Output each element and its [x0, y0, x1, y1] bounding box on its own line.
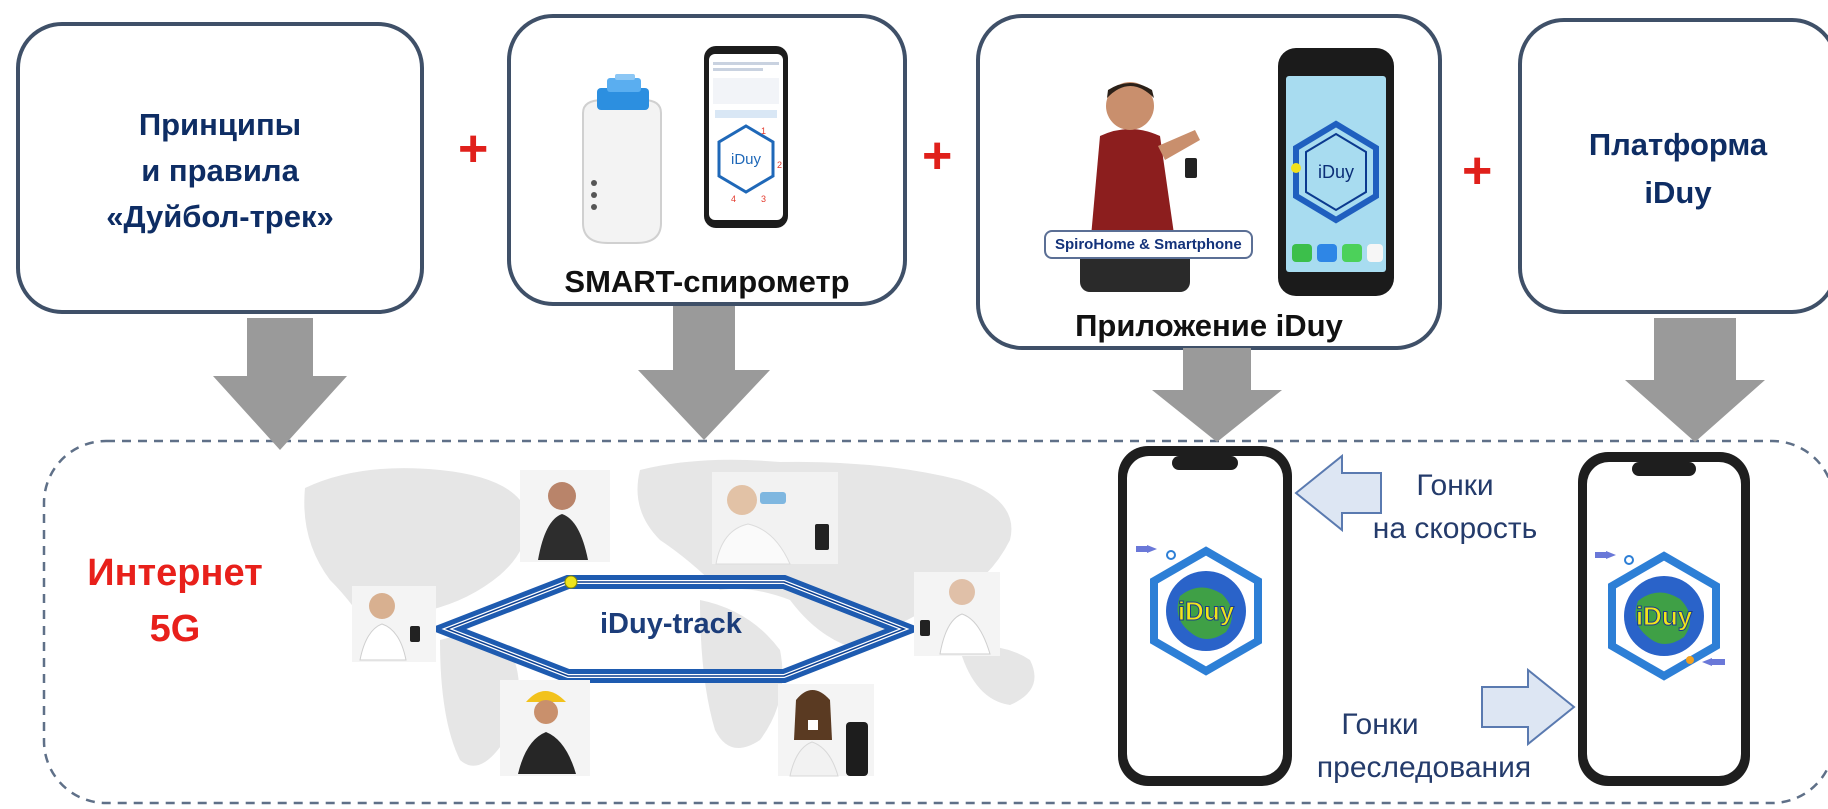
right-phone-logo: iDuy — [1636, 601, 1693, 631]
iduy-track-hexagon — [427, 575, 924, 683]
app-caption: Приложение iDuy — [1075, 308, 1343, 343]
spirometer-phone: iDuy 1 2 3 4 — [704, 46, 788, 228]
participant-photo-2 — [712, 472, 838, 565]
left-phone-logo: iDuy — [1178, 596, 1235, 626]
race-phone-right: iDuy — [1578, 452, 1750, 786]
spirometer-caption: SMART-спирометр — [564, 264, 850, 299]
app-phone-logo: iDuy — [1318, 162, 1354, 182]
svg-text:1: 1 — [761, 126, 766, 136]
track-start-dot — [564, 575, 578, 589]
iduy-track-label: iDuy-track — [600, 608, 742, 640]
pursuit-race-arrow — [1481, 667, 1576, 747]
speed-race-line-2: на скорость — [1372, 512, 1538, 545]
app-illustration: iDuy — [1080, 48, 1394, 296]
participant-photo-6 — [778, 684, 874, 777]
platform-line-2: iDuy — [1644, 175, 1712, 210]
principles-line-3: «Дуйбол-трек» — [106, 199, 334, 234]
principles-line-1: Принципы — [138, 107, 302, 142]
participant-photos — [352, 470, 1000, 777]
internet-label-line-1: Интернет — [87, 552, 263, 594]
platform-line-1: Платформа — [1588, 127, 1768, 162]
principles-line-2: и правила — [141, 153, 299, 188]
spirometer-illustration: iDuy 1 2 3 4 — [582, 46, 788, 244]
down-arrows — [213, 306, 1765, 450]
down-arrow-2 — [638, 306, 770, 440]
app-box: iDuy SpiroHome & Smartphone Приложение i… — [976, 14, 1442, 350]
participant-photo-1 — [520, 470, 610, 562]
participant-photo-4 — [914, 572, 1000, 656]
svg-text:4: 4 — [731, 194, 736, 204]
svg-text:3: 3 — [761, 194, 766, 204]
plus-sign-1: + — [458, 120, 489, 178]
race-phone-left: iDuy — [1118, 446, 1292, 786]
internet-label-line-2: 5G — [149, 608, 201, 650]
spirohome-badge: SpiroHome & Smartphone — [1044, 230, 1253, 259]
plus-sign-3: + — [1462, 142, 1493, 200]
down-arrow-3 — [1152, 348, 1282, 442]
speed-race-line-1: Гонки — [1416, 469, 1494, 502]
pursuit-race-line-2: преследования — [1316, 751, 1532, 784]
principles-box: Принципы и правила «Дуйбол-трек» — [16, 22, 424, 314]
pursuit-race-line-1: Гонки — [1341, 708, 1419, 741]
spirometer-device — [582, 74, 662, 244]
participant-photo-3 — [352, 586, 436, 662]
speed-race-arrow — [1294, 453, 1382, 533]
spirometer-box: iDuy 1 2 3 4 SMART-спирометр — [507, 14, 907, 306]
network-frame — [42, 439, 1828, 805]
svg-text:2: 2 — [777, 160, 782, 170]
down-arrow-1 — [213, 318, 347, 450]
app-phone: iDuy — [1278, 48, 1394, 296]
down-arrow-4 — [1625, 318, 1765, 442]
participant-photo-5 — [500, 680, 590, 776]
plus-sign-2: + — [922, 127, 953, 185]
spirometer-phone-logo: iDuy — [731, 151, 762, 168]
platform-box: Платформа iDuy — [1518, 18, 1828, 314]
